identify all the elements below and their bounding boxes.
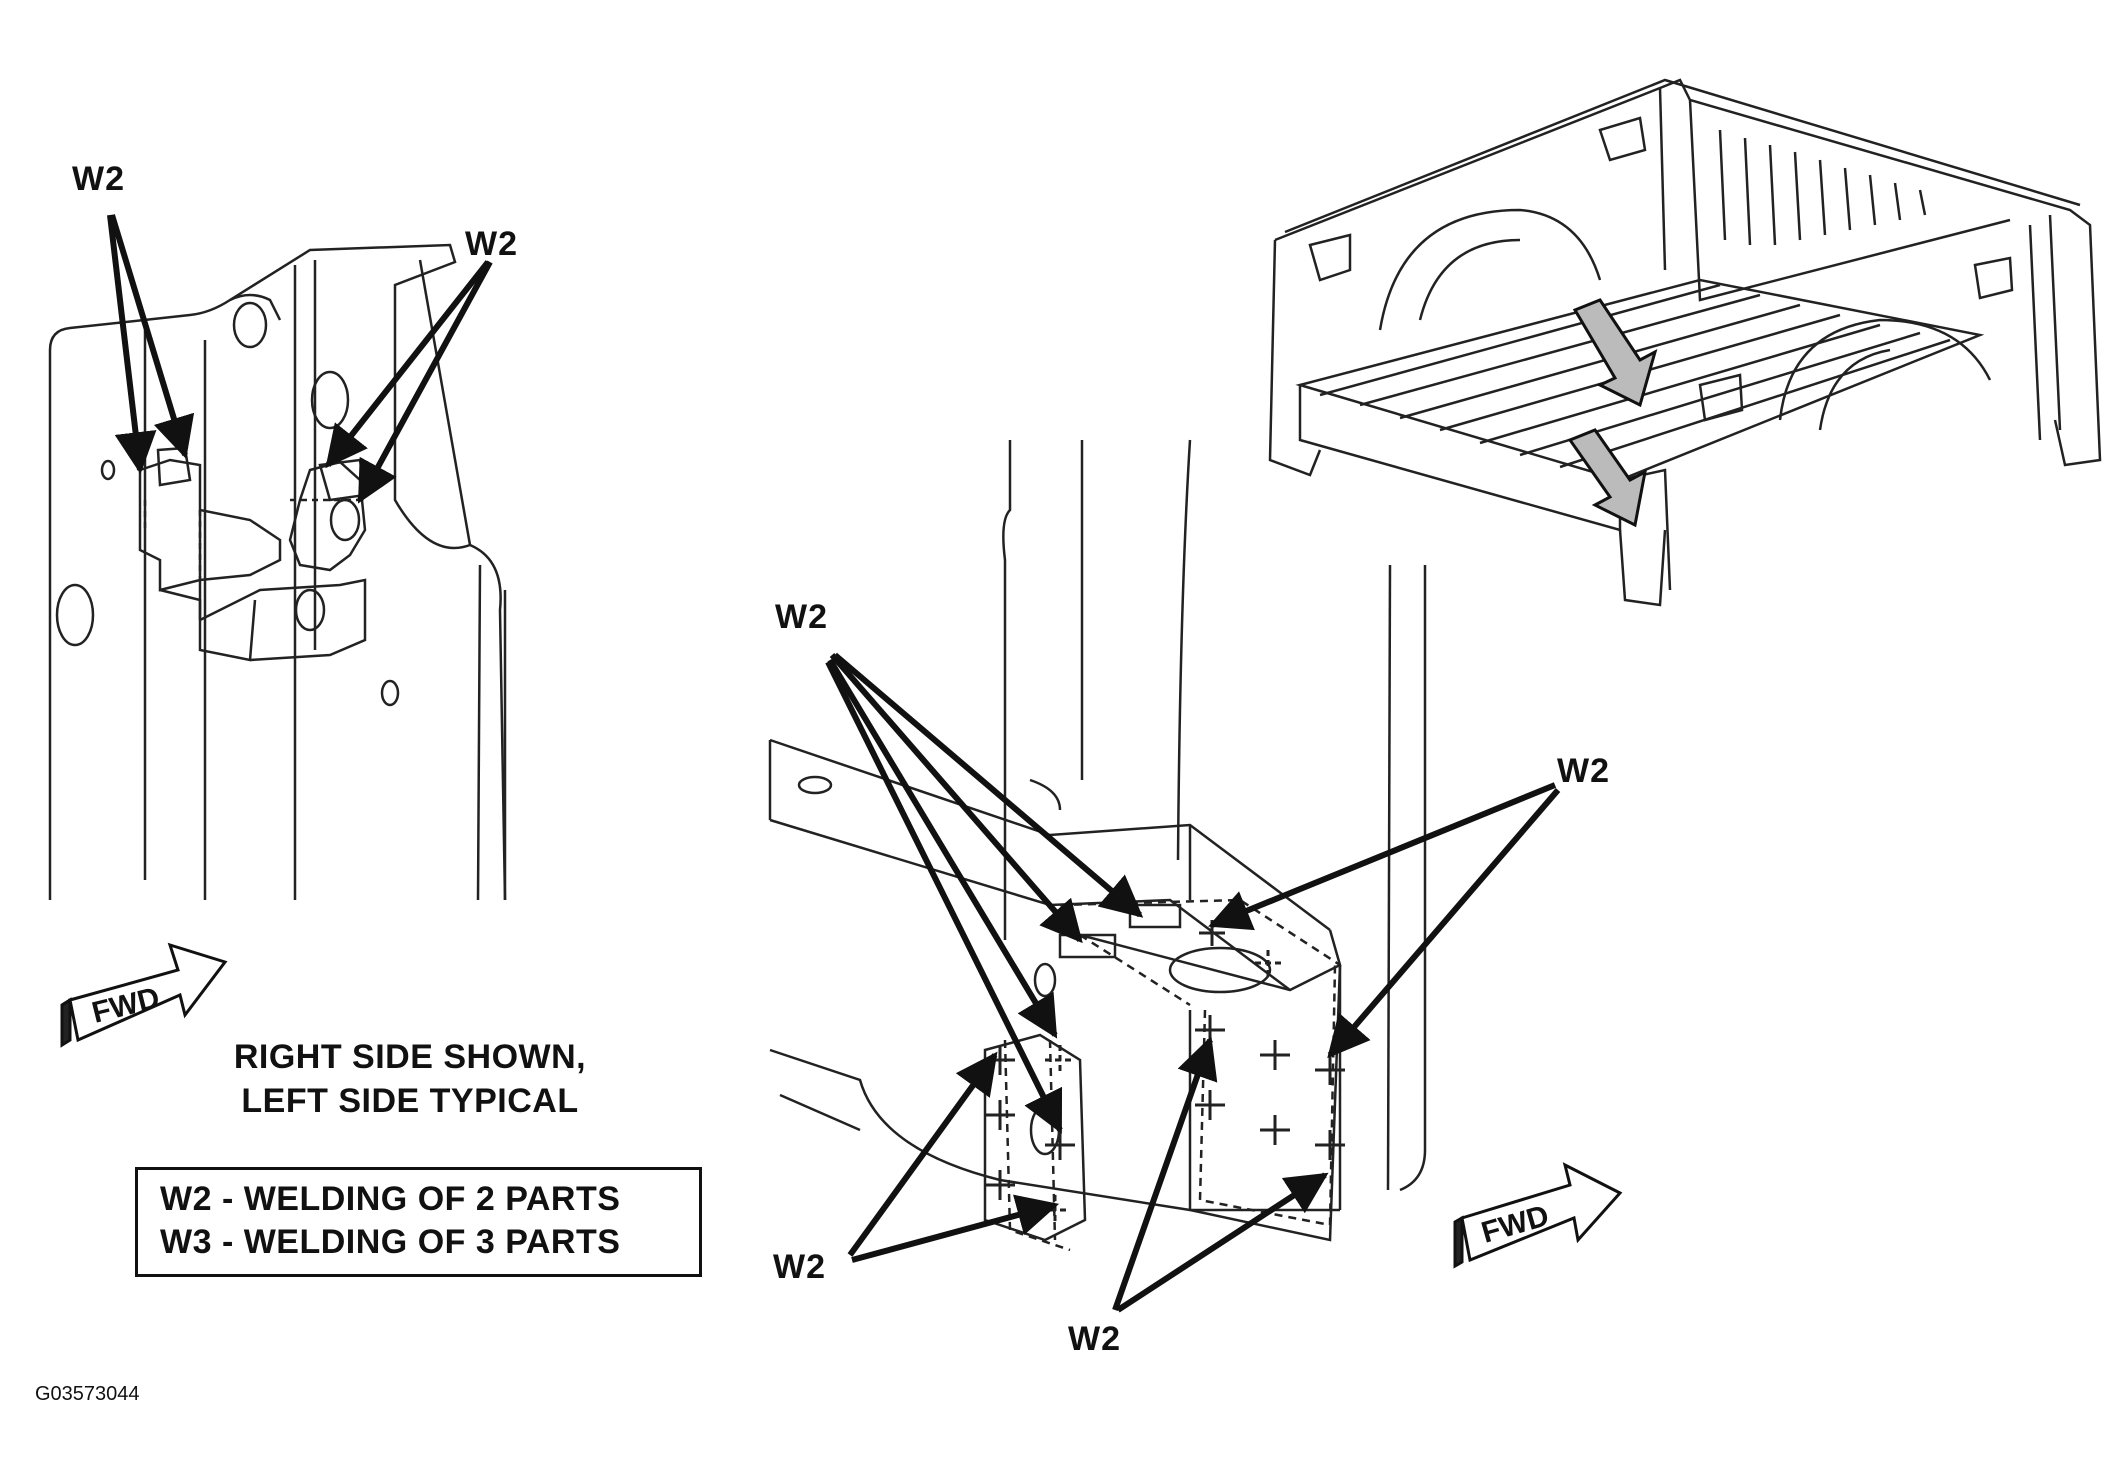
overview-arrows [1567, 298, 1658, 528]
callout-w2-center-lower-left: W2 [773, 1248, 826, 1286]
callout-w2-left-b: W2 [465, 225, 518, 263]
fwd-arrow-right-shape [1453, 1162, 1623, 1269]
side-note-line2: LEFT SIDE TYPICAL [241, 1082, 579, 1120]
callout-w2-left-a: W2 [72, 160, 125, 198]
callout-w2-center-upper-left: W2 [775, 598, 828, 636]
callout-w2-center-upper-right: W2 [1557, 752, 1610, 790]
legend-w2: W2 - WELDING OF 2 PARTS [160, 1180, 621, 1218]
callout-w2-center-lower-mid: W2 [1068, 1320, 1121, 1358]
figure-id: G03573044 [35, 1383, 140, 1405]
weld-legend: W2 - WELDING OF 2 PARTS W3 - WELDING OF … [135, 1167, 702, 1277]
side-note: RIGHT SIDE SHOWN, LEFT SIDE TYPICAL [210, 1035, 610, 1123]
center-callout-arrows [825, 652, 1561, 1313]
legend-w3: W3 - WELDING OF 3 PARTS [160, 1223, 621, 1261]
pickup-bed-overview [1268, 78, 2102, 607]
center-detail-view [768, 439, 1427, 1252]
left-callout-arrows [107, 214, 493, 504]
fwd-label-left: FWD [89, 981, 163, 1030]
fwd-arrow-left-shape [60, 942, 228, 1048]
left-detail-view [48, 243, 507, 901]
side-note-line1: RIGHT SIDE SHOWN, [233, 1038, 587, 1076]
